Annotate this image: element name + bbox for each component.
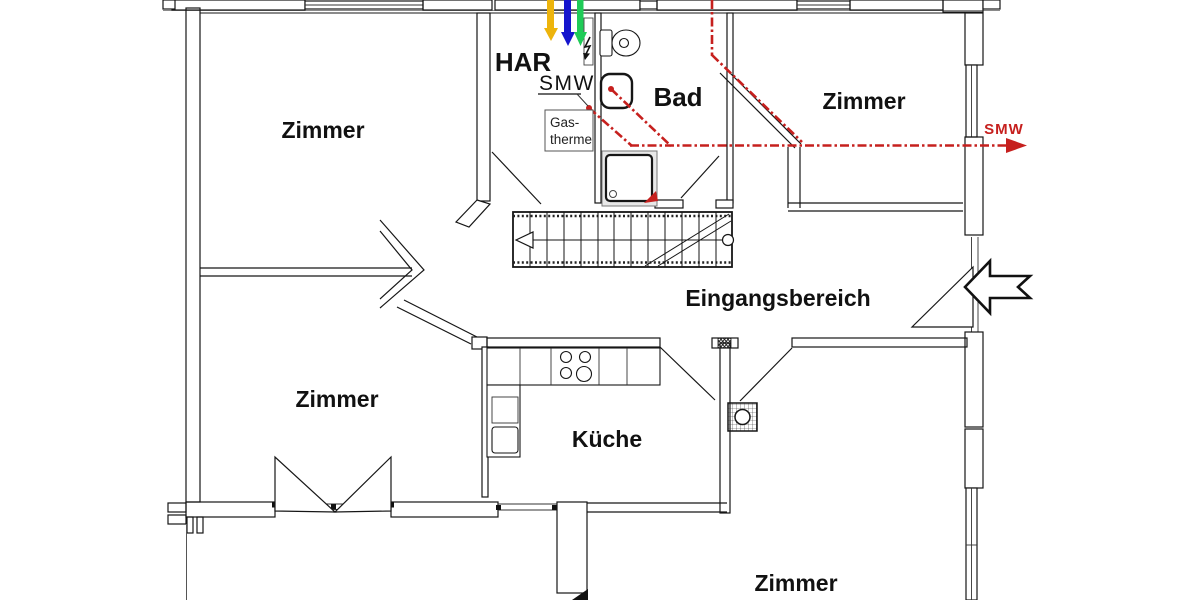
french-door-right-leaf <box>333 455 392 513</box>
door-bad <box>680 155 720 199</box>
green-supply-arrow-icon <box>574 0 587 46</box>
chimney-flue-icon <box>727 402 758 432</box>
electric-bolt-icon <box>583 36 592 57</box>
gas-boiler-label-line2: therme <box>550 132 592 147</box>
french-door-left-leaf <box>274 455 337 513</box>
interior-walls <box>200 12 968 514</box>
room-label-zimmer-bottom-left: Zimmer <box>295 386 378 412</box>
smw-pipe-route <box>588 0 1008 147</box>
stove-icon <box>559 350 593 383</box>
supply-arrows <box>544 0 592 60</box>
room-label-eingangsbereich: Eingangsbereich <box>685 285 870 311</box>
doors <box>274 151 974 513</box>
door-zimmer-bottom <box>739 347 793 402</box>
sink-unit-icon <box>491 426 519 454</box>
washbasin-icon <box>599 72 634 110</box>
kitchen-fixtures <box>486 347 758 458</box>
room-label-kueche: Küche <box>572 426 642 452</box>
shower-drain-arrowhead-icon <box>644 191 658 203</box>
entrance-door-leaf <box>910 265 974 328</box>
gas-supply-arrow-icon <box>544 0 558 41</box>
gas-boiler-unit: Gas- therme <box>544 109 594 152</box>
stair-line-end-circle <box>721 233 735 247</box>
wall-break-symbol <box>379 219 425 309</box>
room-label-bad: Bad <box>653 82 702 112</box>
door-har <box>491 151 542 205</box>
smw-callout: SMW <box>538 72 595 107</box>
kitchen-partition-wall <box>486 337 661 348</box>
room-label-zimmer-top-right: Zimmer <box>822 88 905 114</box>
entrance-arrow-icon <box>963 257 1034 317</box>
room-label-zimmer-bottom-right: Zimmer <box>754 570 837 596</box>
room-label-har: HAR <box>495 47 552 77</box>
smw-pipe-exit-label: SMW <box>984 121 1024 138</box>
pipe-exit-arrowhead-icon <box>1006 138 1027 153</box>
smw-callout-label: SMW <box>539 72 595 95</box>
door-kueche <box>659 346 716 401</box>
staircase <box>512 211 735 268</box>
toilet-cistern-icon <box>599 29 613 57</box>
outer-walls <box>162 0 1001 600</box>
kitchen-counter <box>486 347 661 386</box>
wall-end-cap <box>454 199 492 228</box>
water-supply-arrow-icon <box>561 0 575 46</box>
gas-boiler-label-line1: Gas- <box>550 115 579 130</box>
room-label-zimmer-top-left: Zimmer <box>281 117 364 143</box>
shower-icon <box>601 150 658 207</box>
hall-partition-wall <box>791 337 968 348</box>
dishwasher-icon <box>491 396 519 424</box>
stair-direction-arrow-icon <box>514 231 534 249</box>
smw-pipe-markers <box>586 86 1027 203</box>
